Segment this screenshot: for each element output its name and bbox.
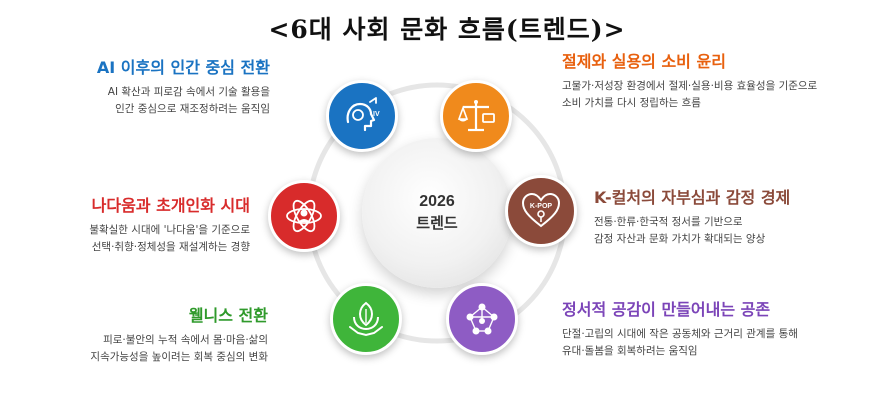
trend-title: 정서적 공감이 만들어내는 공존: [562, 300, 771, 319]
wellness-leaf-icon: [349, 301, 383, 337]
balance-scale-icon: [457, 100, 495, 132]
node-wellness: [330, 283, 402, 355]
page-title: <6대 사회 문화 흐름(트렌드)>: [268, 15, 626, 44]
trend-desc: 감정 자산과 문화 가치가 확대되는 양상: [594, 233, 766, 245]
network-people-icon: [466, 303, 498, 335]
atom-person-icon: [286, 199, 322, 233]
trend-title: 나다움과 초개인화 시대: [91, 196, 250, 215]
trend-title: 웰니스 전환: [188, 306, 268, 325]
center-circle: 2026 트렌드: [362, 138, 512, 288]
kpop-label: K-POP: [530, 203, 553, 210]
trend-empathy-coexistence: 정서적 공감이 만들어내는 공존 단절·고립의 시대에 작은 공동체와 근거리 …: [562, 300, 798, 360]
trend-desc: 고물가·저성장 환경에서 절제·실용·비용 효율성을 기준으로: [562, 80, 818, 92]
trend-wellness: 웰니스 전환 피로·불안의 누적 속에서 몸·마음·삶의 지속가능성을 높이려는…: [90, 306, 268, 366]
trend-kculture: K-컬처의 자부심과 감정 경제 전통·한류·한국적 정서를 기반으로 감정 자…: [594, 188, 790, 248]
trend-self-identity: 나다움과 초개인화 시대 불확실한 시대에 '나다움'을 기준으로 선택·취향·…: [89, 196, 250, 256]
svg-text:IV: IV: [373, 111, 380, 118]
trend-consumption-ethics: 절제와 실용의 소비 윤리 고물가·저성장 환경에서 절제·실용·비용 효율성을…: [562, 52, 817, 112]
trend-title: AI 이후의 인간 중심 전환: [96, 58, 270, 77]
trend-desc: 소비 가치를 다시 정립하는 흐름: [562, 97, 701, 109]
trend-desc: 피로·불안의 누적 속에서 몸·마음·삶의: [103, 334, 268, 346]
trend-desc: 지속가능성을 높이려는 회복 중심의 변화: [90, 351, 268, 363]
center-label: 트렌드: [416, 214, 458, 232]
trend-desc: AI 확산과 피로감 속에서 기술 활용을: [107, 86, 270, 98]
node-self-identity: [268, 180, 340, 252]
node-ai-human: IV: [326, 80, 398, 152]
node-empathy-coexistence: [446, 283, 518, 355]
trend-desc: 선택·취향·정체성을 재설계하는 경향: [91, 241, 250, 253]
trend-desc: 인간 중심으로 재조정하려는 움직임: [115, 103, 270, 115]
trend-title: 절제와 실용의 소비 윤리: [562, 52, 726, 71]
ai-brain-icon: IV: [346, 97, 380, 132]
trend-desc: 전통·한류·한국적 정서를 기반으로: [594, 216, 743, 228]
node-consumption-ethics: [440, 80, 512, 152]
kpop-heart-icon: K-POP: [521, 192, 561, 228]
trend-ai-human: AI 이후의 인간 중심 전환 AI 확산과 피로감 속에서 기술 활용을 인간…: [97, 58, 270, 118]
trend-desc: 단절·고립의 시대에 작은 공동체와 근거리 관계를 통해: [562, 328, 798, 340]
trend-title: K-컬처의 자부심과 감정 경제: [594, 188, 791, 207]
center-year: 2026: [419, 193, 455, 210]
node-kculture: K-POP: [505, 175, 577, 247]
trend-desc: 불확실한 시대에 '나다움'을 기준으로: [89, 224, 250, 236]
trend-desc: 유대·돌봄을 회복하려는 움직임: [562, 345, 698, 357]
